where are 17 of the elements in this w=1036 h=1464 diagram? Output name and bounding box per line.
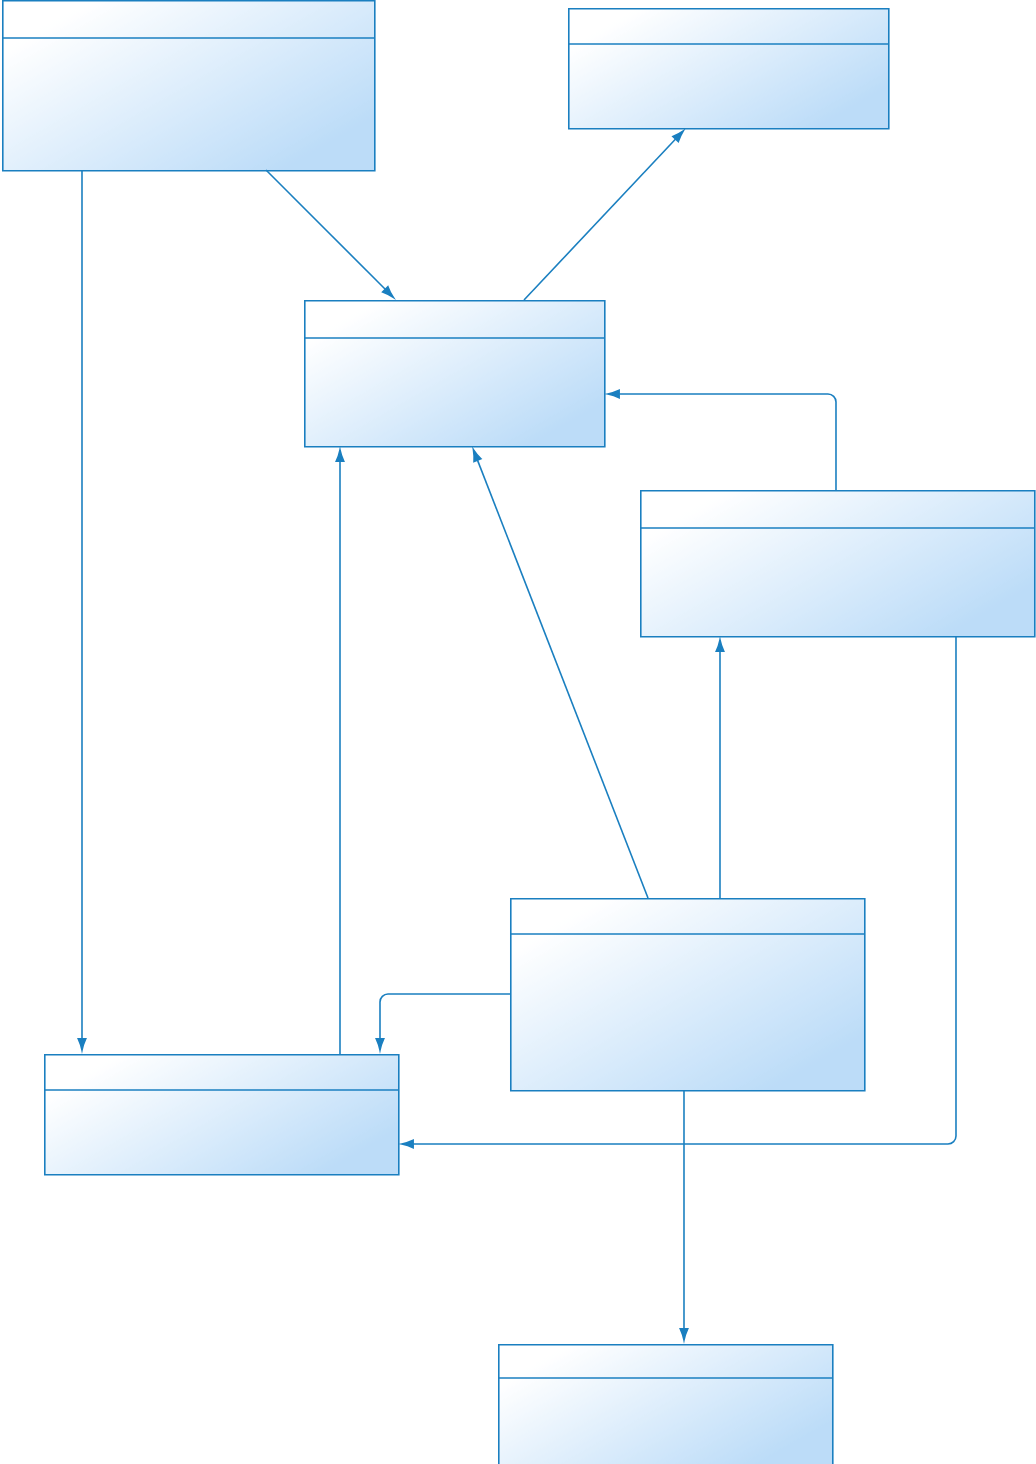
class-box bbox=[497, 1344, 834, 1464]
arrow bbox=[77, 169, 87, 1051]
arrow bbox=[401, 635, 957, 1149]
arrow bbox=[335, 449, 345, 1055]
arrow bbox=[607, 389, 837, 491]
class-box bbox=[303, 300, 606, 448]
class-box bbox=[1, 0, 376, 172]
class-box bbox=[639, 490, 1036, 638]
arrow bbox=[472, 448, 649, 899]
arrow bbox=[265, 169, 395, 299]
arrow bbox=[523, 130, 685, 301]
arrow bbox=[715, 639, 725, 899]
arrow bbox=[679, 1089, 689, 1341]
arrow bbox=[375, 993, 511, 1051]
class-box bbox=[43, 1054, 400, 1176]
class-box bbox=[567, 8, 890, 130]
class-box bbox=[509, 898, 866, 1092]
